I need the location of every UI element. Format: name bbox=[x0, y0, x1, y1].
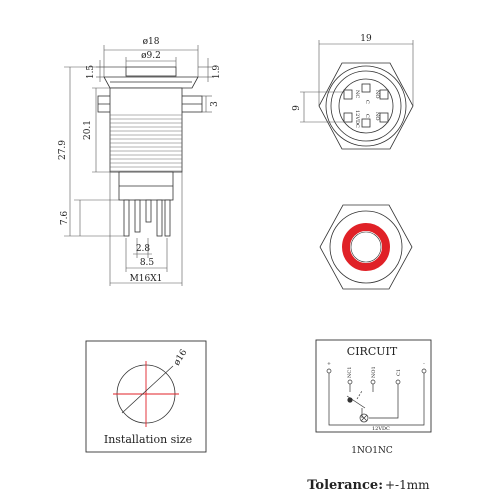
dim-ring-height: 1.5 bbox=[86, 65, 96, 80]
dim-nut-thickness: 3 bbox=[210, 101, 220, 107]
top-view-base bbox=[338, 78, 394, 134]
top-view-dim-width: 19 bbox=[360, 34, 372, 44]
pin-label: C1 bbox=[396, 369, 402, 376]
circuit-wiring bbox=[326, 368, 427, 426]
circuit-frame bbox=[315, 339, 432, 433]
lamp-symbol bbox=[359, 413, 369, 423]
tolerance-value: +-1mm bbox=[385, 478, 430, 492]
dim-bezel-height: 1.9 bbox=[212, 65, 222, 80]
pin-label: NC1 bbox=[347, 367, 353, 378]
thread-lines bbox=[110, 114, 182, 172]
terminal-label: C bbox=[364, 100, 370, 104]
led-ring bbox=[342, 223, 390, 271]
button-face bbox=[350, 231, 382, 263]
hole-diameter-label: ø16 bbox=[172, 348, 190, 368]
dim-terminal-span: 8.5 bbox=[140, 258, 155, 268]
dim-overall-width: ø18 bbox=[143, 37, 160, 47]
dim-thread: M16X1 bbox=[130, 274, 163, 284]
tolerance-note: Tolerance: +-1mm bbox=[307, 478, 430, 493]
circuit-title: CIRCUIT bbox=[347, 345, 398, 358]
top-view-dim-height: 9 bbox=[292, 105, 302, 111]
circuit-pin-labels: + NC1 NO1 C1 - bbox=[327, 361, 425, 378]
terminal-label: NO bbox=[374, 112, 380, 120]
pin-label: NO1 bbox=[371, 366, 377, 378]
pin-label: + bbox=[327, 361, 331, 367]
diameter-leader bbox=[121, 365, 174, 414]
terminals bbox=[123, 199, 171, 237]
top-view-hex-nut bbox=[318, 62, 414, 150]
circuit-panel: CIRCUIT + NC1 NO1 C1 - 12VDC 1NO bbox=[315, 339, 432, 456]
dim-terminal-length: 7.6 bbox=[60, 211, 70, 226]
bezel-head bbox=[103, 76, 199, 89]
dim-terminal-pitch: 2.8 bbox=[136, 244, 151, 254]
top-view-terminal-labels: NC C NO 12VDC C NO bbox=[354, 90, 380, 128]
front-view bbox=[319, 204, 413, 290]
button-cap bbox=[125, 66, 177, 77]
dim-total-length: 27.9 bbox=[58, 140, 68, 160]
pin-label: - bbox=[423, 361, 425, 367]
terminal-label: NO bbox=[374, 90, 380, 98]
installation-frame bbox=[85, 340, 207, 453]
installation-caption: Installation size bbox=[104, 433, 192, 446]
side-view-dimension-labels: ø18 ø9.2 1.5 1.9 3 20.1 27.9 7.6 2.8 8.5… bbox=[58, 37, 222, 284]
terminal-label: NC bbox=[354, 90, 360, 98]
dim-body-length: 20.1 bbox=[83, 120, 93, 140]
top-view bbox=[318, 62, 414, 150]
dim-button-diameter: ø9.2 bbox=[141, 51, 161, 61]
top-view-terminal-pads bbox=[343, 83, 389, 128]
top-view-body-inner bbox=[330, 70, 402, 142]
circuit-footer: 1NO1NC bbox=[351, 446, 393, 456]
lamp-label: 12VDC bbox=[372, 426, 390, 432]
center-mark bbox=[113, 361, 179, 427]
top-view-dimension-lines bbox=[300, 40, 414, 123]
terminal-label: 12VDC bbox=[354, 110, 360, 128]
top-view-body-outer bbox=[325, 65, 407, 147]
side-view-dimension-lines bbox=[64, 45, 212, 286]
threaded-body bbox=[109, 87, 183, 173]
side-view bbox=[97, 66, 203, 237]
terminal-label: C bbox=[364, 114, 370, 118]
installation-panel: ø16 Installation size bbox=[85, 340, 207, 453]
tolerance-label: Tolerance: bbox=[307, 478, 383, 493]
